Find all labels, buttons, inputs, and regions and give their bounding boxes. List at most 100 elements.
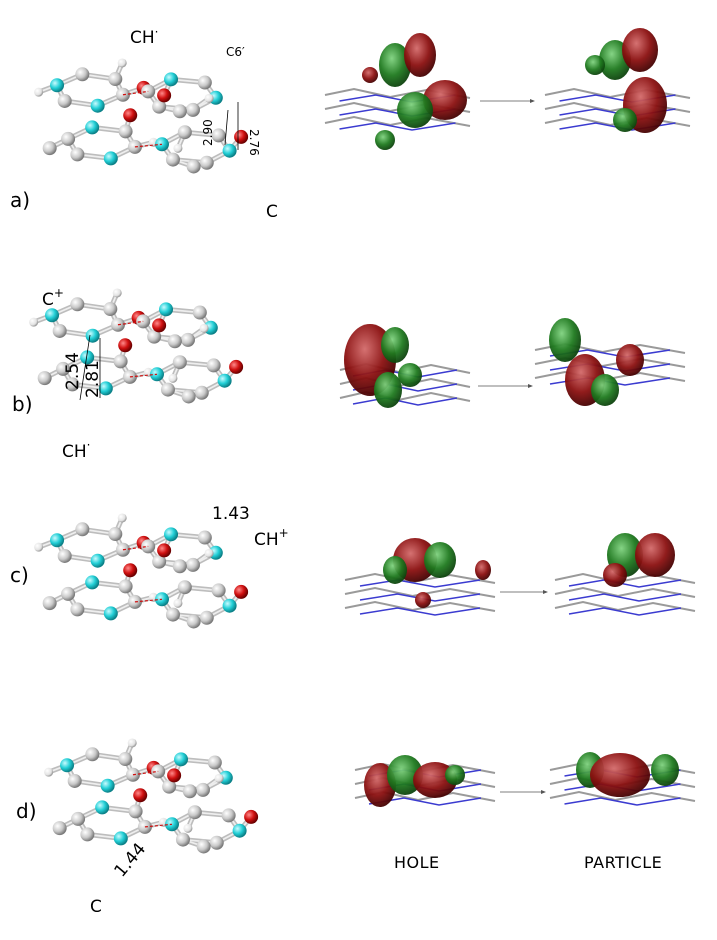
orbital-a-hole xyxy=(324,33,471,150)
hydrogen-atom xyxy=(173,598,183,608)
oxygen-atom xyxy=(234,129,249,144)
carbon-atom xyxy=(199,610,214,625)
distance-a-1: 2.90 xyxy=(201,119,215,146)
hydrogen-bond xyxy=(134,598,163,603)
carbon-atom xyxy=(70,297,85,312)
caption-hole: HOLE xyxy=(394,853,440,872)
carbon-atom xyxy=(42,596,57,611)
skeleton-strand xyxy=(549,790,696,802)
nitrogen-atom xyxy=(232,823,247,838)
carbon-atom xyxy=(165,607,180,622)
carbon-atom xyxy=(152,554,167,569)
carbon-atom xyxy=(209,835,224,850)
molecule-b xyxy=(29,288,244,404)
arrowhead-d xyxy=(541,790,546,794)
nitrogen-atom xyxy=(80,350,95,365)
hydrogen-atom xyxy=(214,773,224,783)
carbon-atom xyxy=(177,580,192,595)
carbon-atom xyxy=(52,821,67,836)
carbon-atom xyxy=(211,128,226,143)
molecule-a xyxy=(34,58,249,174)
panel-label-a: a) xyxy=(10,188,30,212)
carbon-atom xyxy=(113,354,128,369)
orbital-lobe-green xyxy=(374,372,402,408)
hydrogen-atom xyxy=(34,542,44,552)
skeleton-strand xyxy=(344,586,496,598)
orbital-lobe-red xyxy=(404,33,436,77)
nitrogen-atom xyxy=(217,373,232,388)
carbon-atom xyxy=(61,586,76,601)
carbon-atom xyxy=(211,583,226,598)
carbon-atom xyxy=(118,579,133,594)
skeleton-strand xyxy=(534,356,686,368)
nitrogen-atom xyxy=(50,533,65,548)
carbon-atom xyxy=(185,102,200,117)
distance-d-1: 1.44 xyxy=(111,839,151,881)
orbital-lobe-red xyxy=(635,533,675,577)
orbital-lobe-red xyxy=(590,753,650,797)
molecule-models xyxy=(29,58,259,854)
hydrogen-atom xyxy=(29,317,39,327)
nitrogen-atom xyxy=(85,328,100,343)
orbital-lobe-green xyxy=(585,55,605,75)
carbon-atom xyxy=(192,305,207,320)
orbital-lobe-red xyxy=(616,344,644,376)
orbital-lobe-green xyxy=(424,542,456,578)
oxygen-atom xyxy=(152,318,167,333)
carbon-atom xyxy=(187,805,202,820)
atom-label-a-c: C xyxy=(266,202,278,222)
carbon-atom xyxy=(118,752,133,767)
oxygen-atom xyxy=(123,563,138,578)
carbon-atom xyxy=(57,93,72,108)
nitrogen-atom xyxy=(159,302,174,317)
skeleton-strand xyxy=(344,600,496,612)
orbital-lobe-red xyxy=(423,80,467,120)
distance-lines xyxy=(79,102,239,401)
nitrogen-atom xyxy=(100,778,115,793)
orbital-d-particle xyxy=(549,752,696,806)
skeleton-strand xyxy=(554,586,696,598)
carbon-atom xyxy=(194,385,209,400)
skeleton-strand-n xyxy=(568,593,682,602)
skeleton-strand xyxy=(554,600,696,612)
orbital-lobe-green xyxy=(379,43,411,87)
nitrogen-atom xyxy=(50,78,65,93)
skeleton-strand-n xyxy=(352,397,458,406)
carbon-atom xyxy=(57,548,72,563)
hydrogen-bond xyxy=(132,770,159,776)
orbital-d-hole xyxy=(354,755,496,807)
orbital-lobe-green xyxy=(383,556,407,584)
atom-label-a-ch: CH· xyxy=(130,25,158,48)
hydrogen-atom xyxy=(204,548,214,558)
panel-label-b: b) xyxy=(12,392,33,416)
hydrogen-atom xyxy=(127,738,137,748)
carbon-atom xyxy=(167,334,182,349)
hydrogen-bond xyxy=(134,143,163,148)
orbital-lobe-green xyxy=(445,765,465,785)
carbon-atom xyxy=(180,332,195,347)
carbon-atom xyxy=(128,804,143,819)
arrowhead-b xyxy=(528,384,533,388)
nitrogen-atom xyxy=(45,308,60,323)
orbital-skeleton xyxy=(344,572,496,616)
carbon-atom xyxy=(197,75,212,90)
orbital-a-particle xyxy=(544,28,691,133)
orbital-b-hole xyxy=(339,324,471,408)
nitrogen-atom xyxy=(103,606,118,621)
hydrogen-atom xyxy=(183,823,193,833)
carbon-atom xyxy=(52,323,67,338)
hydrogen-atom xyxy=(44,767,54,777)
arrowhead-c xyxy=(543,590,548,594)
hydrogen-atom xyxy=(199,323,209,333)
atom-label-c-ch: CH+ xyxy=(254,526,289,550)
carbon-atom xyxy=(70,602,85,617)
orbital-plots xyxy=(324,28,696,807)
panel-label-c: c) xyxy=(10,563,29,587)
nitrogen-atom xyxy=(85,575,100,590)
hydrogen-atom xyxy=(117,513,127,523)
orbital-b-particle xyxy=(534,318,686,406)
nitrogen-atom xyxy=(164,72,179,87)
molecule-d xyxy=(44,738,259,854)
nitrogen-atom xyxy=(222,143,237,158)
